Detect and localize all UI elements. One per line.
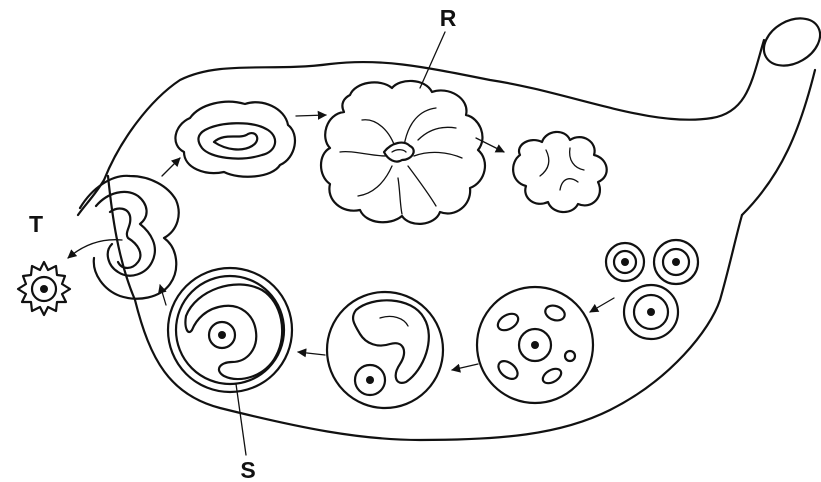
early-corpus-luteum xyxy=(175,102,295,177)
secondary-follicle xyxy=(327,292,443,408)
label-r-leader xyxy=(420,32,445,88)
label-r: R xyxy=(440,5,457,31)
oviduct-tube xyxy=(712,9,821,215)
growing-follicle xyxy=(477,287,593,403)
label-s: S xyxy=(240,457,255,482)
primordial-follicle-2 xyxy=(654,240,698,284)
primordial-follicle-1 xyxy=(606,243,644,281)
corpus-luteum-r xyxy=(321,81,485,224)
label-t: T xyxy=(29,211,43,237)
ovulated-oocyte-t xyxy=(18,262,70,315)
mature-follicle-s xyxy=(168,268,292,392)
label-s-leader xyxy=(236,384,246,455)
corpus-albicans xyxy=(513,132,607,212)
primary-follicle xyxy=(624,285,678,339)
